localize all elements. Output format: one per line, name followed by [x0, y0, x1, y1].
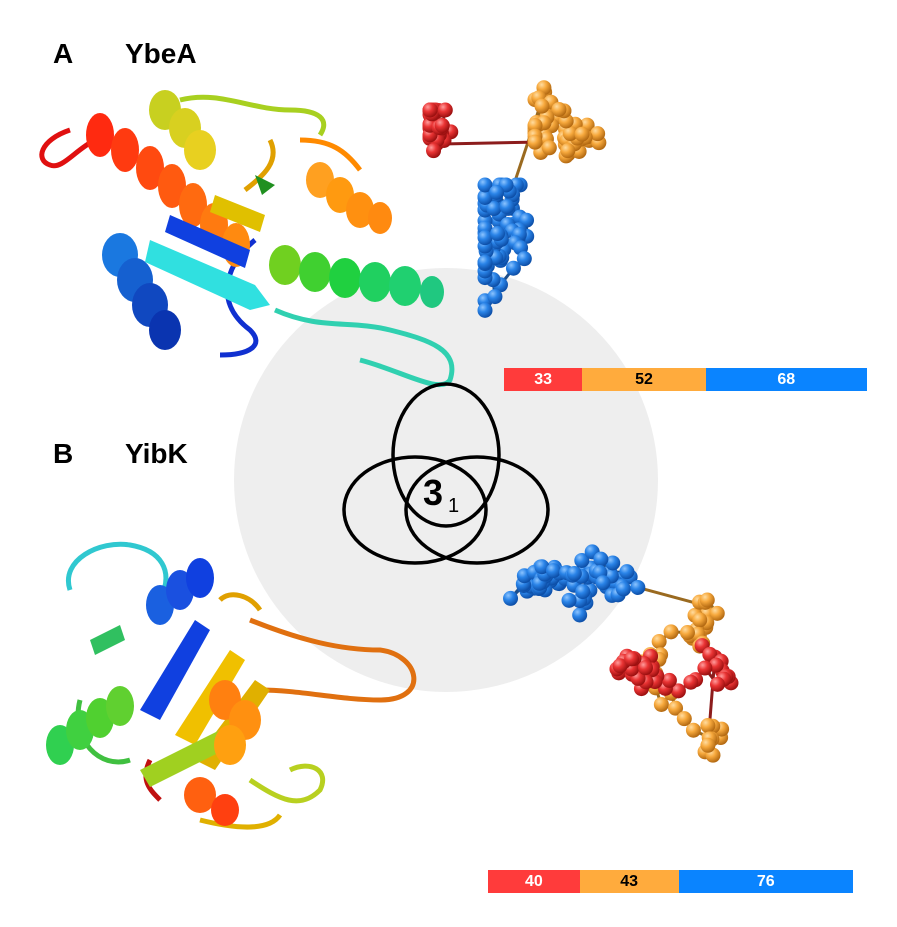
panel_a-segment-blue: 68 — [705, 368, 867, 391]
bead-blue — [486, 201, 502, 217]
panel-b-letter: B — [53, 438, 74, 469]
bead-orange — [663, 624, 679, 640]
bead-red — [426, 143, 442, 159]
bead-blue — [477, 302, 493, 318]
bead-blue — [499, 199, 515, 215]
bead-orange — [527, 134, 543, 150]
bead-blue — [477, 230, 493, 246]
bead-red — [624, 651, 640, 667]
ybea-ribbon — [39, 90, 455, 388]
bead-orange — [541, 140, 557, 156]
bead-orange — [534, 98, 550, 114]
bead-red — [708, 657, 724, 673]
bead-red — [697, 660, 713, 676]
bead-orange — [700, 737, 716, 753]
bead-red — [422, 102, 438, 118]
bead-blue — [545, 563, 561, 579]
bead-blue — [505, 260, 521, 276]
ybea-bead-chain — [422, 80, 607, 318]
bead-orange — [527, 117, 543, 133]
bead-blue — [566, 566, 582, 582]
bead-blue — [534, 559, 550, 575]
bead-orange — [699, 592, 715, 608]
panel_a-segment-red: 33 — [504, 368, 583, 391]
bead-blue — [477, 189, 493, 205]
bead-orange — [685, 722, 701, 738]
bead-blue — [605, 555, 621, 571]
bead-red — [612, 658, 628, 674]
bead-orange — [551, 101, 567, 117]
bead-blue — [572, 607, 588, 623]
bead-orange — [692, 612, 708, 628]
bead-red — [637, 660, 653, 676]
bead-blue — [489, 184, 505, 200]
bead-red — [661, 672, 677, 688]
bead-red — [709, 676, 725, 692]
bead-blue — [561, 592, 577, 608]
panel_b-segment-red: 40 — [488, 870, 580, 893]
bead-blue — [487, 289, 503, 305]
knot-type-subscript: 1 — [448, 495, 459, 517]
yibk-bead-chain — [503, 544, 739, 763]
bead-blue — [575, 584, 591, 600]
knot-type-label: 3 — [423, 472, 443, 513]
bead-blue — [574, 552, 590, 568]
bead-blue — [490, 226, 506, 242]
panel_b-segment-blue: 76 — [678, 870, 853, 893]
bead-blue — [630, 579, 646, 595]
bead-orange — [574, 126, 590, 142]
bead-red — [434, 117, 450, 133]
bead-orange — [653, 696, 669, 712]
bead-orange — [560, 143, 576, 159]
bead-orange — [700, 718, 716, 734]
bead-orange — [676, 711, 692, 727]
bead-red — [437, 102, 453, 118]
panel-a-protein-name: YbeA — [125, 38, 197, 69]
bead-blue — [593, 551, 609, 567]
bead-red — [683, 674, 699, 690]
bead-blue — [516, 251, 532, 267]
bead-blue — [503, 590, 519, 606]
bead-blue — [477, 254, 493, 270]
yibk-ribbon — [46, 541, 417, 830]
knot-backdrop-disc — [234, 268, 658, 692]
bead-red — [670, 683, 686, 699]
bead-orange — [590, 126, 606, 142]
bead-orange — [562, 126, 578, 142]
trefoil-knot — [342, 382, 550, 565]
panel-b-protein-name: YibK — [125, 438, 188, 469]
bead-blue — [595, 575, 611, 591]
bead-blue — [477, 177, 493, 193]
bead-orange — [679, 625, 695, 641]
bead-orange — [668, 700, 684, 716]
bead-orange — [709, 605, 725, 621]
bead-orange — [651, 634, 667, 650]
panel_a-segment-orange: 52 — [582, 368, 706, 391]
bead-blue — [615, 581, 631, 597]
panel_b-segment-orange: 43 — [579, 870, 679, 893]
bead-blue — [619, 564, 635, 580]
bead-bond — [436, 140, 536, 146]
panel-a-letter: A — [53, 38, 74, 69]
